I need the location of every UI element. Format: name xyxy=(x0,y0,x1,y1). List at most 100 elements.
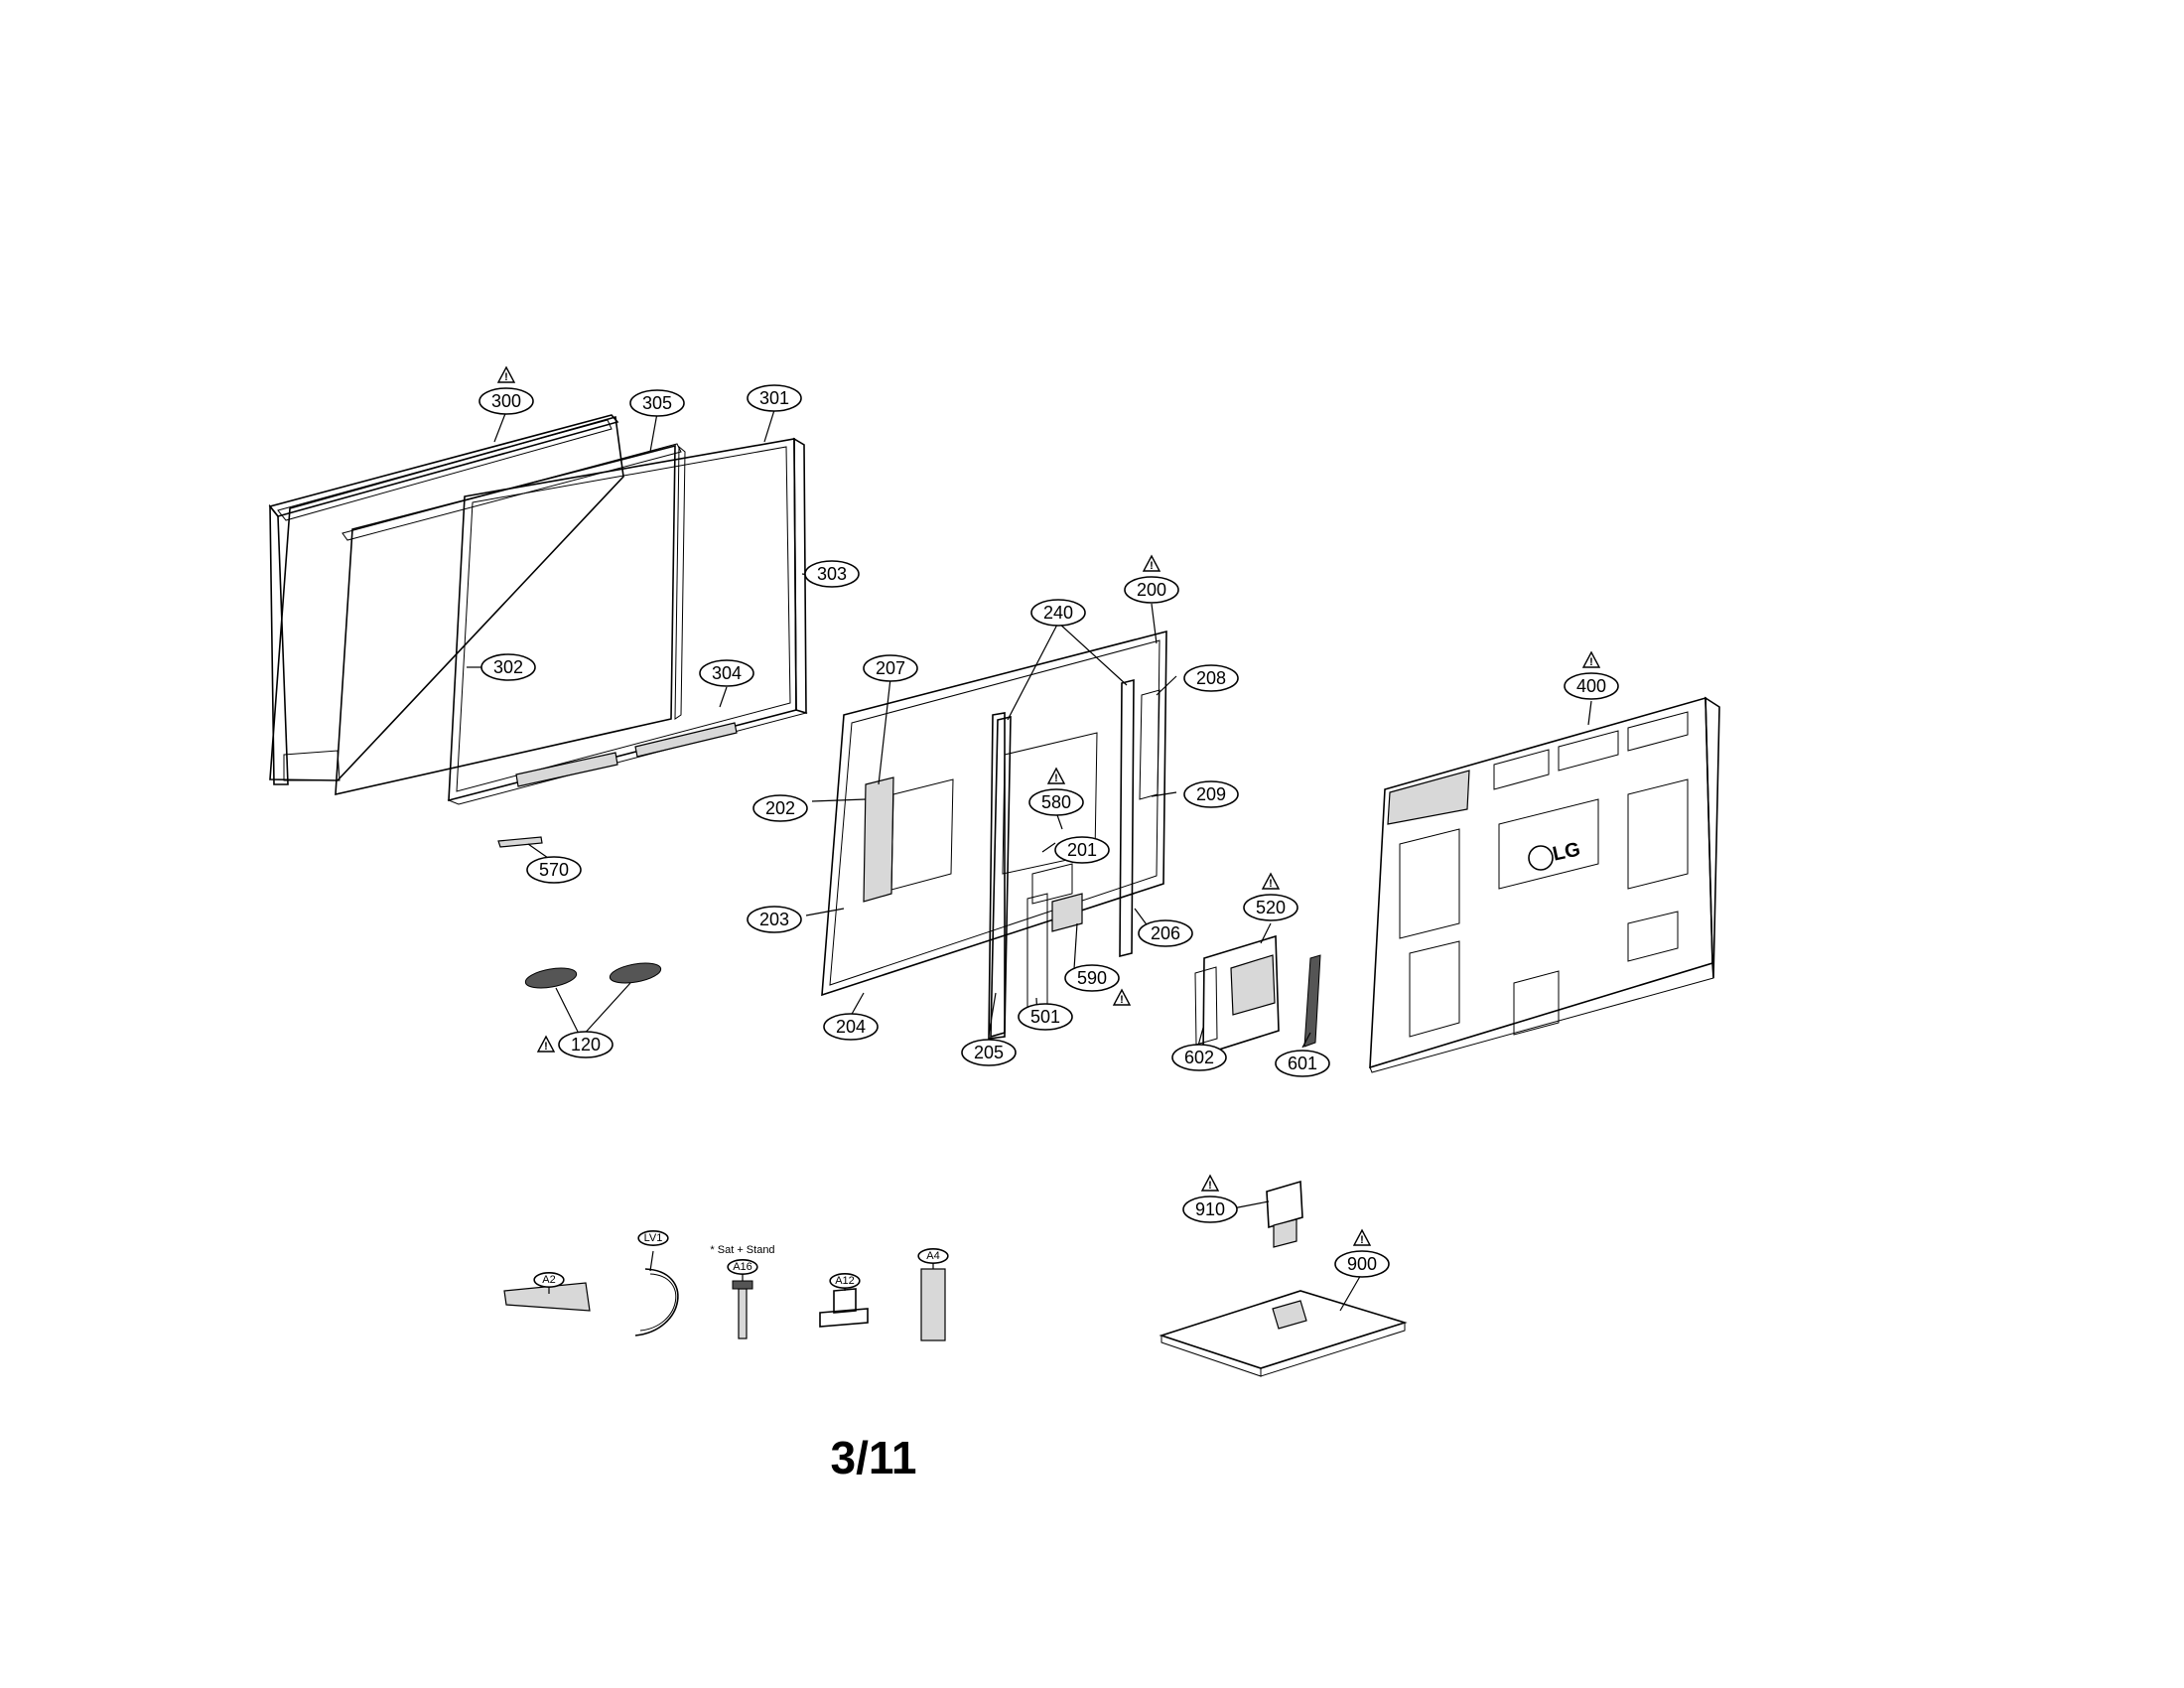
back-cover-400 xyxy=(1369,696,1720,1073)
part-label-text: A16 xyxy=(733,1261,752,1273)
bracket-a12 xyxy=(819,1288,869,1328)
part-label-ellipse xyxy=(752,794,808,822)
part-label-text: 204 xyxy=(836,1017,866,1037)
part-label-ellipse xyxy=(1183,664,1239,692)
svg-text:!: ! xyxy=(504,371,508,383)
part-label-text: 520 xyxy=(1256,898,1286,917)
part-label-text: 303 xyxy=(817,564,847,584)
part-label-209: 209 xyxy=(1183,780,1239,808)
part-label-ellipse xyxy=(804,560,860,588)
part-label-910: 910! xyxy=(1182,1174,1238,1223)
part-label-204: 204 xyxy=(823,1013,879,1041)
svg-text:!: ! xyxy=(544,1041,548,1053)
part-label-201: 201 xyxy=(1054,836,1110,864)
leader-lines xyxy=(467,409,1592,1312)
board-602 xyxy=(1194,966,1218,1046)
warning-triangle-icon: ! xyxy=(536,1035,556,1053)
part-label-text: 209 xyxy=(1196,784,1226,804)
part-label-text: 304 xyxy=(712,663,742,683)
svg-text:!: ! xyxy=(1589,656,1593,668)
lcd-module-301 xyxy=(447,437,808,805)
part-label-a2: A2 xyxy=(533,1272,565,1288)
part-label-ellipse xyxy=(629,389,685,417)
part-label-ellipse xyxy=(961,1039,1017,1066)
part-label-303: 303 xyxy=(804,560,860,588)
warning-triangle-icon: ! xyxy=(1112,988,1132,1006)
part-label-208: 208 xyxy=(1183,664,1239,692)
part-label-text: A2 xyxy=(542,1274,555,1286)
part-label-ellipse xyxy=(1064,964,1120,992)
part-label-ellipse xyxy=(1028,788,1084,816)
part-label-text: 602 xyxy=(1184,1048,1214,1067)
part-label-ellipse xyxy=(727,1259,758,1275)
part-label-text: 203 xyxy=(759,910,789,929)
part-label-601: 601 xyxy=(1275,1050,1330,1077)
part-label-ellipse xyxy=(863,654,918,682)
part-label-ellipse xyxy=(1275,1050,1330,1077)
part-label-text: 200 xyxy=(1137,580,1166,600)
screw-a16 xyxy=(732,1280,753,1339)
part-label-203: 203 xyxy=(747,906,802,933)
part-label-ellipse xyxy=(637,1230,669,1246)
page-number: 3/11 xyxy=(831,1432,917,1483)
part-label-text: 205 xyxy=(974,1043,1004,1062)
part-label-ellipse xyxy=(558,1031,614,1058)
part-label-text: 910 xyxy=(1195,1199,1225,1219)
svg-text:!: ! xyxy=(1360,1234,1364,1246)
key-board-601 xyxy=(1303,954,1321,1048)
part-label-207: 207 xyxy=(863,654,918,682)
part-label-304: 304 xyxy=(699,659,754,687)
part-label-ellipse xyxy=(1054,836,1110,864)
part-label-text: 900 xyxy=(1347,1254,1377,1274)
speaker-left-120 xyxy=(524,967,578,989)
part-label-302: 302 xyxy=(480,653,536,681)
chassis-frame-200 xyxy=(821,630,1167,1040)
svg-text:!: ! xyxy=(1120,994,1124,1006)
part-label-240: 240 xyxy=(1030,599,1086,627)
part-label-text: 501 xyxy=(1030,1007,1060,1027)
lg-logo: LG xyxy=(1528,838,1582,871)
svg-text:!: ! xyxy=(1054,773,1058,784)
speaker-right-120 xyxy=(609,962,662,984)
part-label-305: 305 xyxy=(629,389,685,417)
svg-text:!: ! xyxy=(1269,878,1273,890)
part-label-text: 207 xyxy=(876,658,905,678)
part-label-570: 570 xyxy=(526,856,582,884)
part-label-400: 400! xyxy=(1564,650,1619,700)
part-label-301: 301 xyxy=(747,384,802,412)
part-label-lv1: LV1 xyxy=(637,1230,669,1246)
stand-base-900 xyxy=(1159,1290,1408,1377)
lg-logo-text: LG xyxy=(1551,838,1582,865)
front-bezel-300 xyxy=(268,414,624,785)
pad-a4 xyxy=(920,1268,946,1341)
part-label-ellipse xyxy=(533,1272,565,1288)
warning-triangle-icon: ! xyxy=(1142,554,1161,572)
svg-text:!: ! xyxy=(1150,560,1154,572)
part-label-text: A4 xyxy=(926,1250,939,1262)
part-label-590: 590! xyxy=(1064,964,1132,1006)
part-label-602: 602 xyxy=(1171,1044,1227,1071)
accessory-note: * Sat + Stand xyxy=(710,1244,774,1256)
part-label-ellipse xyxy=(699,659,754,687)
part-label-text: 570 xyxy=(539,860,569,880)
part-label-text: 202 xyxy=(765,798,795,818)
part-label-text: 208 xyxy=(1196,668,1226,688)
part-label-ellipse xyxy=(1018,1003,1073,1031)
part-label-ellipse xyxy=(1030,599,1086,627)
part-label-text: 240 xyxy=(1043,603,1073,623)
part-label-ellipse xyxy=(1138,919,1193,947)
warning-triangle-icon: ! xyxy=(1261,872,1281,890)
warning-triangle-icon: ! xyxy=(496,365,516,383)
part-label-300: 300! xyxy=(478,365,534,415)
part-label-a4: A4 xyxy=(917,1248,949,1264)
part-label-ellipse xyxy=(480,653,536,681)
part-label-text: 301 xyxy=(759,388,789,408)
part-label-text: 120 xyxy=(571,1035,601,1055)
part-label-text: 201 xyxy=(1067,840,1097,860)
part-label-202: 202 xyxy=(752,794,808,822)
part-label-ellipse xyxy=(1243,894,1298,921)
part-label-text: 590 xyxy=(1077,968,1107,988)
part-label-text: 400 xyxy=(1576,676,1606,696)
part-label-ellipse xyxy=(478,387,534,415)
